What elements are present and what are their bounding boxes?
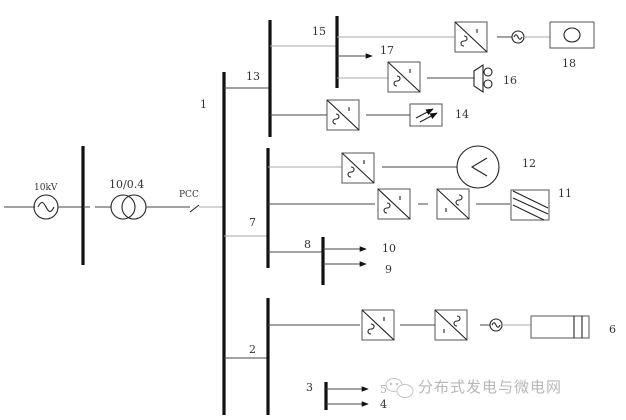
grid-source: 10kV (4, 183, 83, 220)
load-4-label: 4 (380, 398, 387, 411)
pv-label: 14 (455, 108, 469, 121)
microturbine-label: 18 (562, 57, 576, 70)
bus-2-label: 2 (249, 343, 256, 356)
converter-icon (454, 21, 488, 53)
pv-branch: 14 (270, 99, 469, 131)
watermark-text: 分布式发电与微电网 (418, 378, 562, 396)
wind-generator-icon (456, 145, 500, 189)
load-5-branch: 5 (326, 383, 387, 396)
source-voltage-label: 10kV (34, 183, 58, 193)
generator-icon (489, 318, 503, 332)
switch-icon (189, 204, 200, 213)
load-9-label: 9 (385, 263, 392, 276)
pcc-switch[interactable]: PCC (179, 190, 224, 213)
load-9-branch: 9 (323, 261, 392, 276)
converter-icon (341, 152, 375, 184)
bus-8-label: 8 (304, 238, 311, 251)
bus-15-label: 15 (312, 25, 326, 38)
transformer: 10/0.4 (83, 178, 190, 220)
converter-icon (434, 309, 468, 341)
load-17-branch: 17 (337, 44, 394, 59)
transformer-icon (110, 194, 147, 220)
watermark: 分布式发电与微电网 (385, 378, 562, 398)
feeder-2: 2 6 3 5 4 (224, 298, 616, 415)
wechat-logo-icon (385, 378, 414, 398)
fuel-cell-branch: 16 (337, 61, 517, 94)
bus-3-label: 3 (306, 381, 313, 394)
pcc-label: PCC (179, 190, 199, 200)
wind-branch: 12 (268, 145, 536, 189)
flywheel-icon (530, 315, 590, 339)
feeder-7: 7 12 11 (224, 145, 572, 285)
load-10-branch: 10 (323, 242, 396, 255)
converter-icon (326, 99, 360, 131)
flywheel-branch: 6 (268, 309, 616, 341)
pv-panel-icon (409, 103, 443, 127)
feeder-13: 13 15 18 17 (224, 16, 595, 137)
converter-icon (436, 188, 470, 220)
main-bus-label: 1 (200, 98, 207, 111)
wind-label: 12 (522, 157, 536, 170)
ac-source-icon (33, 194, 59, 220)
load-5-label: 5 (380, 383, 387, 396)
flywheel-label: 6 (609, 323, 616, 336)
converter-icon (361, 309, 395, 341)
battery-icon (510, 189, 550, 221)
generator-icon (511, 30, 525, 44)
load-10-label: 10 (382, 242, 396, 255)
microturbine-icon (549, 21, 595, 49)
load-17-label: 17 (380, 44, 394, 57)
battery-label: 11 (558, 187, 572, 200)
microturbine-branch: 18 (337, 21, 595, 70)
fuel-cell-icon (473, 63, 493, 94)
converter-icon (387, 61, 421, 93)
transformer-ratio-label: 10/0.4 (109, 178, 144, 191)
bus-13-label: 13 (246, 70, 260, 83)
fuel-cell-label: 16 (503, 74, 517, 87)
load-4-branch: 4 (326, 398, 387, 411)
converter-icon (377, 188, 411, 220)
bus-7-label: 7 (249, 216, 256, 229)
battery-branch: 11 (268, 187, 572, 221)
